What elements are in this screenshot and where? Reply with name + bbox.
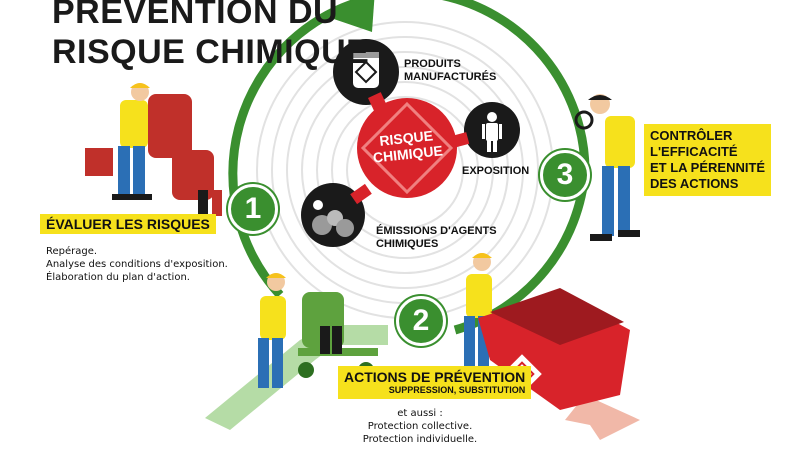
title-line-2: RISQUE CHIMIQUE [52, 33, 370, 71]
drums-left [85, 94, 222, 216]
step-3-line-3: ET LA PÉRENNITÉ [650, 160, 766, 175]
step-3-line-2: L'EFFICACITÉ [650, 144, 738, 159]
emissions-line-1: ÉMISSIONS D'AGENTS [376, 225, 497, 237]
step-2-label: ACTIONS DE PRÉVENTION SUPPRESSION, SUBST… [338, 366, 532, 399]
worker-control [574, 94, 640, 241]
step-2-title: ACTIONS DE PRÉVENTION [344, 369, 526, 385]
step-1-detail-3: Élaboration du plan d'action. [46, 272, 190, 283]
green-cycle-arrow [228, 0, 367, 299]
worker-prevention-right [464, 253, 492, 366]
step-1-details: Repérage. Analyse des conditions d'expos… [46, 245, 228, 284]
products-label: PRODUITS MANUFACTURÉS [404, 58, 496, 84]
title-line-1: PRÉVENTION DU [52, 0, 339, 31]
step-3-label: CONTRÔLER L'EFFICACITÉ ET LA PÉRENNITÉ D… [644, 124, 772, 196]
emissions-label: ÉMISSIONS D'AGENTS CHIMIQUES [376, 225, 497, 251]
step-3-line-4: DES ACTIONS [650, 176, 739, 191]
step-2-detail-1: et aussi : [397, 408, 443, 419]
step-2-details: et aussi : Protection collective. Protec… [350, 407, 490, 446]
emissions-line-2: CHIMIQUES [376, 238, 439, 250]
step-3-line-1: CONTRÔLER [650, 128, 733, 143]
step-1-label: ÉVALUER LES RISQUES [40, 214, 216, 234]
worker-evaluate [112, 83, 152, 200]
green-arrow-head [322, 0, 375, 32]
exposure-label: EXPOSITION [462, 165, 530, 177]
step-2-detail-3: Protection individuelle. [362, 434, 478, 445]
center-risk-circle [357, 98, 457, 198]
step-1-detail-1: Repérage. [46, 246, 98, 257]
step-2-subtitle: SUPPRESSION, SUBSTITUTION [388, 385, 526, 395]
light-arrow-bottom-left [205, 325, 388, 430]
step-2-badge: 2 [396, 296, 446, 346]
step-1-badge: 1 [228, 184, 278, 234]
products-line-2: MANUFACTURÉS [404, 71, 497, 83]
products-line-1: PRODUITS [404, 58, 461, 70]
step-3-badge: 3 [540, 150, 590, 200]
light-arrow-bottom-right [565, 395, 640, 440]
page-title: PRÉVENTION DU RISQUE CHIMIQUE [52, 0, 369, 72]
step-2-detail-2: Protection collective. [367, 421, 473, 432]
step-1-detail-2: Analyse des conditions d'exposition. [46, 259, 228, 270]
worker-prevention-left [258, 273, 286, 388]
